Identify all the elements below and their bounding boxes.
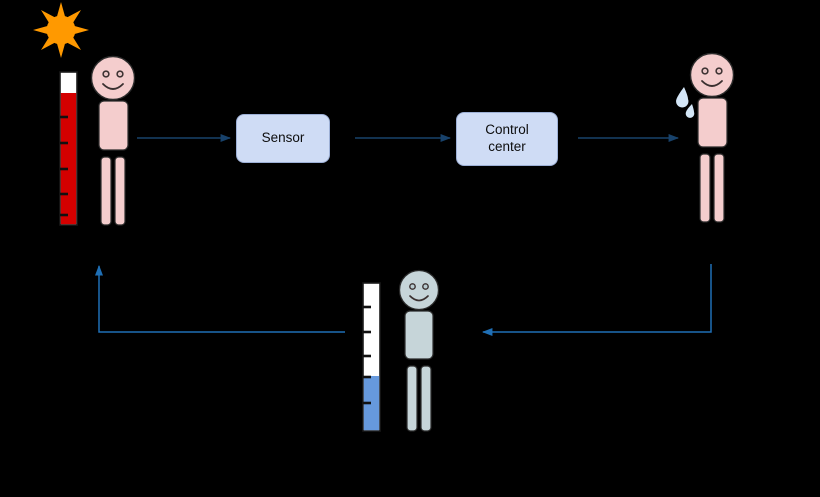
sweating-person-smile <box>701 80 723 87</box>
hot-person-leg-right <box>114 156 126 226</box>
sweating-person-eye-right <box>715 67 723 75</box>
sweating-person-leg-right <box>713 153 725 223</box>
cooled-person-smile <box>409 295 429 302</box>
cool-thermometer-ticks <box>363 305 371 405</box>
sweat-drop-icon-1 <box>676 87 689 108</box>
sweating-person-head <box>689 52 735 98</box>
control-center-block[interactable]: Control center <box>456 112 558 166</box>
hot-person-smile <box>102 83 124 90</box>
cooled-person-head <box>398 269 440 311</box>
cooled-person-eye-right <box>422 283 429 290</box>
cooled-person-torso <box>404 310 434 360</box>
hot-thermometer-ticks <box>60 115 68 217</box>
control-center-block-label: Control center <box>485 122 529 154</box>
cooled-person-leg-left <box>406 365 418 432</box>
hot-person-leg-left <box>100 156 112 226</box>
cooled-person-eye-left <box>409 283 416 290</box>
sweating-person-leg-left <box>699 153 711 223</box>
hot-thermometer-fluid <box>60 93 77 225</box>
cool-thermometer <box>362 282 381 432</box>
sun-ray-w <box>33 25 51 35</box>
feedback-arrow-left <box>95 264 345 333</box>
sensor-block[interactable]: Sensor <box>236 114 330 163</box>
sweating-person-torso <box>697 97 728 148</box>
sun-ray-s <box>56 40 66 58</box>
sweating-person-eye-left <box>701 67 709 75</box>
sun-ray-e <box>71 25 89 35</box>
hot-person-head <box>90 55 136 101</box>
hot-person-eye-right <box>116 70 124 78</box>
cooled-person-leg-right <box>420 365 432 432</box>
sun-icon <box>33 2 89 58</box>
cool-thermometer-fluid <box>363 376 380 431</box>
sun-ray-n <box>56 2 66 20</box>
sweating-person-figure <box>676 52 735 223</box>
sun-disc <box>46 15 76 45</box>
feedback-arrow-right <box>481 264 712 336</box>
hot-thermometer <box>59 71 78 226</box>
sweat-drop-icon-2 <box>685 104 695 118</box>
hot-person-torso <box>98 100 129 151</box>
hot-person-figure <box>90 55 136 226</box>
sensor-block-label: Sensor <box>261 130 305 146</box>
hot-person-eye-left <box>102 70 110 78</box>
cooled-person-figure <box>398 269 440 432</box>
